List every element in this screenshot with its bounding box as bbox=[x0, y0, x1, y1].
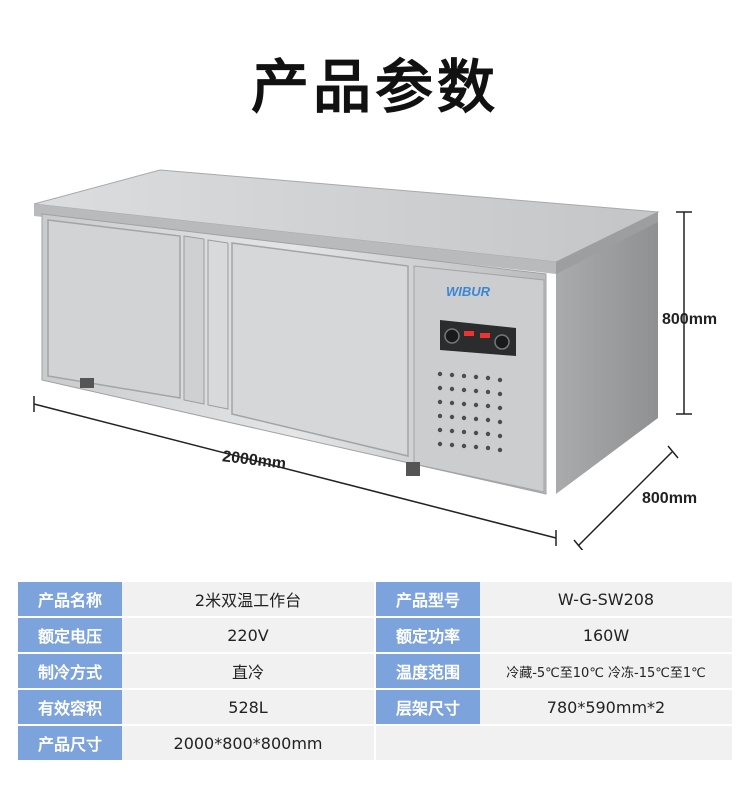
table-row: 制冷方式 直冷 温度范围 冷藏-5℃至10℃ 冷冻-15℃至1℃ bbox=[18, 654, 732, 688]
door-handle-left bbox=[183, 235, 205, 405]
product-image: WIBUR bbox=[33, 169, 692, 550]
worktop-side-edge bbox=[556, 212, 658, 274]
cabinet-side-panel bbox=[556, 212, 658, 494]
display-digits-right bbox=[480, 333, 490, 338]
cell-gap bbox=[374, 654, 376, 688]
table-row: 有效容积 528L 层架尺寸 780*590mm*2 bbox=[18, 690, 732, 724]
foot-front-left bbox=[80, 378, 94, 388]
cell-gap bbox=[374, 690, 376, 724]
spec-value: 2000*800*800mm bbox=[122, 726, 374, 760]
spec-table: 产品名称 2米双温工作台 产品型号 W-G-SW208 额定电压 220V 额定… bbox=[18, 580, 732, 762]
spec-label: 额定功率 bbox=[376, 618, 480, 652]
control-panel-section bbox=[413, 265, 545, 493]
table-row: 额定电压 220V 额定功率 160W bbox=[18, 618, 732, 652]
page-title: 产品参数 bbox=[250, 53, 499, 121]
spec-value: 2米双温工作台 bbox=[122, 582, 374, 616]
spec-value: 冷藏-5℃至10℃ 冷冻-15℃至1℃ bbox=[480, 654, 732, 688]
spec-label: 产品型号 bbox=[376, 582, 480, 616]
knob-left-icon bbox=[444, 328, 460, 344]
table-row: 产品名称 2米双温工作台 产品型号 W-G-SW208 bbox=[18, 582, 732, 616]
spec-value: 780*590mm*2 bbox=[480, 690, 732, 724]
spec-label: 层架尺寸 bbox=[376, 690, 480, 724]
dimension-height-label: 800mm bbox=[662, 311, 718, 328]
cell-gap bbox=[374, 618, 376, 652]
dimension-depth-label: 800mm bbox=[642, 490, 698, 507]
dimension-lines bbox=[33, 211, 692, 550]
spec-label: 产品尺寸 bbox=[18, 726, 122, 760]
cell-gap bbox=[374, 582, 376, 616]
spec-value: 528L bbox=[122, 690, 374, 724]
spec-label: 有效容积 bbox=[18, 690, 122, 724]
empty-cell bbox=[376, 726, 732, 760]
display-digits-left bbox=[464, 331, 474, 336]
cell-gap bbox=[374, 726, 376, 760]
left-door bbox=[47, 219, 181, 399]
spec-label: 产品名称 bbox=[18, 582, 122, 616]
spec-label: 温度范围 bbox=[376, 654, 480, 688]
spec-label: 制冷方式 bbox=[18, 654, 122, 688]
vent-grille bbox=[437, 371, 503, 453]
knob-right-icon bbox=[494, 334, 510, 350]
spec-label: 额定电压 bbox=[18, 618, 122, 652]
door-handle-right bbox=[207, 239, 229, 410]
spec-value: 160W bbox=[480, 618, 732, 652]
table-row: 产品尺寸 2000*800*800mm bbox=[18, 726, 732, 760]
spec-value: 直冷 bbox=[122, 654, 374, 688]
spec-value: W-G-SW208 bbox=[480, 582, 732, 616]
right-door bbox=[231, 242, 409, 457]
brand-logo: WIBUR bbox=[446, 284, 491, 299]
foot-front-right bbox=[406, 462, 420, 476]
worktop-edge bbox=[34, 204, 556, 274]
spec-value: 220V bbox=[122, 618, 374, 652]
